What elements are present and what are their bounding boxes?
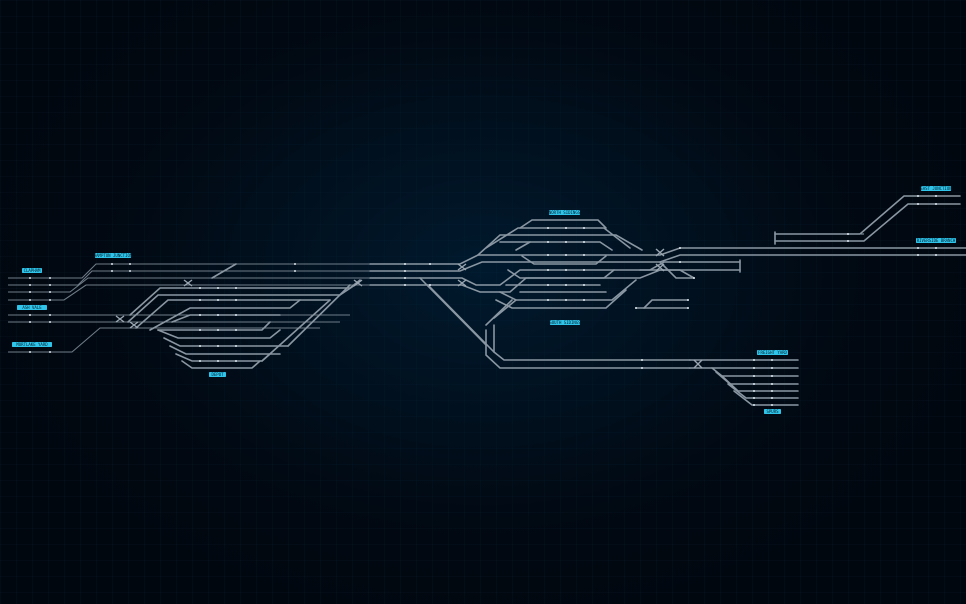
label-central-north-text: NORTH SIDINGS	[549, 210, 581, 215]
label-depot-text: DEPOT	[211, 372, 224, 377]
depot-fan-tracks	[127, 263, 361, 369]
label-south-east-1-text: FREIGHT YARD	[758, 350, 787, 355]
label-west-1-text: CLAPHAM	[24, 268, 41, 273]
label-west-2-text: ASH VALE	[22, 305, 42, 310]
label-west-2: ASH VALE	[17, 305, 47, 310]
label-central-south-text: SOUTH SIDINGS	[549, 320, 581, 325]
label-south-east-2-text: SPURS	[766, 409, 779, 414]
label-depot: DEPOT	[209, 372, 226, 377]
north-east-branch-tracks	[774, 195, 961, 245]
signal-markers	[29, 195, 937, 406]
track-crossings	[115, 248, 703, 369]
label-east-2: RIVERSIDE BRANCH	[916, 238, 956, 243]
label-west-1: CLAPHAM	[22, 268, 42, 273]
west-approach-tracks	[8, 263, 370, 353]
label-east-2-text: RIVERSIDE BRANCH	[917, 238, 956, 243]
label-south-east-1: FREIGHT YARD	[757, 350, 788, 355]
label-south-east-2: SPURS	[764, 409, 781, 414]
label-west-3: MORTLAKE YARD	[12, 342, 52, 347]
label-north-west: HAMPTON JUNCTION	[94, 253, 133, 258]
south-east-fan-tracks	[689, 359, 799, 406]
label-north-west-text: HAMPTON JUNCTION	[94, 253, 133, 258]
label-central-north: NORTH SIDINGS	[549, 210, 581, 215]
label-east-1: EAST JUNCTION	[920, 186, 952, 191]
label-east-1-text: EAST JUNCTION	[920, 186, 952, 191]
label-central-south: SOUTH SIDINGS	[549, 320, 581, 325]
label-west-3-text: MORTLAKE YARD	[16, 342, 48, 347]
south-loop-tracks	[419, 277, 691, 369]
central-siding-tracks	[477, 219, 695, 309]
isolated-spur-track	[635, 299, 689, 309]
